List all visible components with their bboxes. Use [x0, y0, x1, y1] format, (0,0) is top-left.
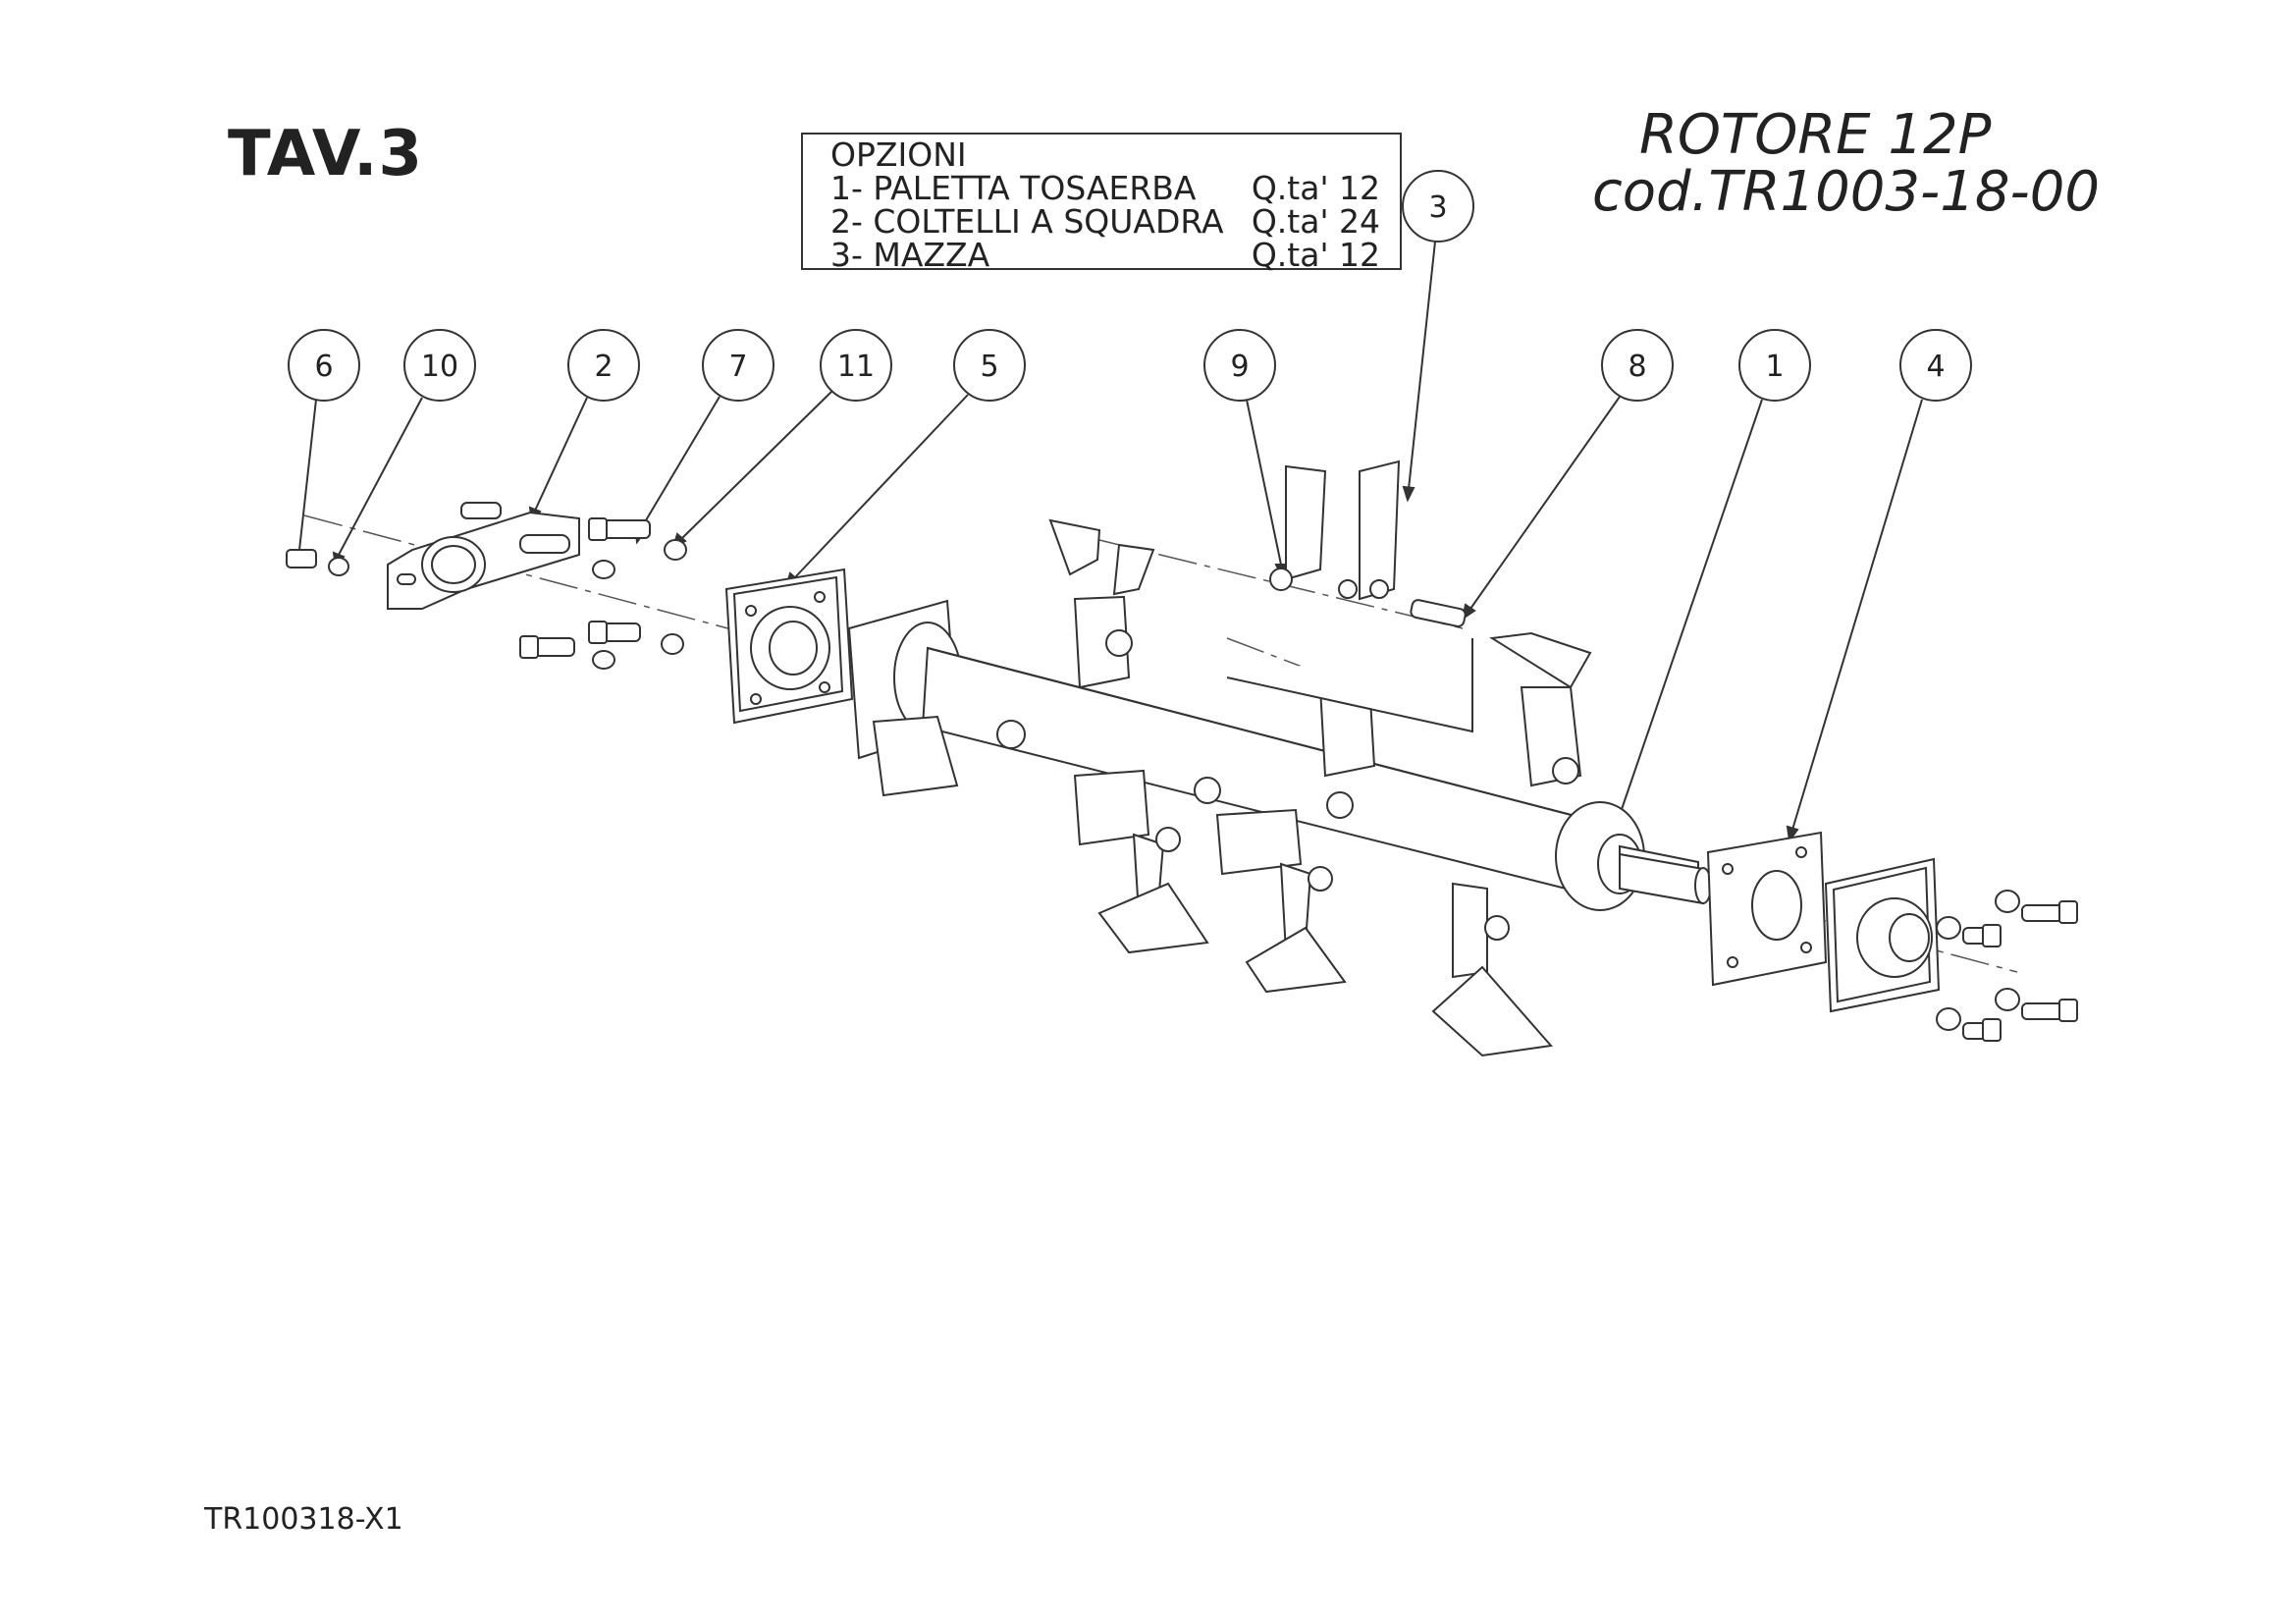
callout-7: 7 [633, 329, 774, 545]
fasteners-right [1936, 890, 2078, 1042]
blades-upper [1048, 460, 1592, 787]
callout-3: 3 [1402, 170, 1474, 503]
callout-8: 8 [1461, 329, 1674, 622]
callout-number: 3 [1428, 190, 1447, 225]
bearing-housing-right [1824, 857, 1941, 1013]
callout-6: 6 [288, 329, 360, 565]
callout-11: 11 [671, 329, 892, 549]
rotor-bolts [996, 568, 1579, 941]
callout-number: 11 [837, 350, 875, 384]
callout-number: 1 [1765, 350, 1784, 384]
blades-lower [872, 715, 1553, 1057]
callout-number: 10 [421, 350, 458, 384]
callout-10: 10 [332, 329, 476, 568]
option-row: 1- PALETTA TOSAERBA Q.ta' 12 [830, 172, 1380, 205]
option-label: 2- COLTELLI A SQUADRA [830, 202, 1224, 241]
callout-9: 9 [1203, 329, 1288, 579]
option-row: 2- COLTELLI A SQUADRA Q.ta' 24 [830, 205, 1380, 239]
pin-and-holder [1226, 579, 1473, 733]
callout-number: 9 [1230, 350, 1249, 384]
drawing-code: TR100318-X1 [204, 1502, 403, 1537]
callout-number: 2 [594, 350, 613, 384]
callout-1: 1 [1611, 329, 1811, 834]
callout-number: 5 [980, 350, 998, 384]
options-table: OPZIONI 1- PALETTA TOSAERBA Q.ta' 12 2- … [801, 133, 1402, 272]
callout-number: 8 [1628, 350, 1646, 384]
shaft-end [1619, 852, 1712, 905]
option-qty: Q.ta' 24 [1251, 202, 1380, 241]
option-row: 3- MAZZA Q.ta' 12 [830, 239, 1380, 272]
bearing-housing-left [724, 568, 854, 725]
option-qty: Q.ta' 12 [1251, 169, 1380, 207]
option-label: 3- MAZZA [830, 236, 990, 274]
callout-2: 2 [528, 329, 640, 525]
assembly-code: cod.TR1003-18-00 [1592, 160, 2100, 224]
callout-4: 4 [1786, 329, 1972, 843]
callout-number: 6 [314, 350, 333, 384]
sheet-title: TAV.3 [228, 118, 423, 190]
assembly-name: ROTORE 12P [1639, 103, 1992, 167]
option-qty: Q.ta' 12 [1251, 236, 1380, 274]
callout-number: 4 [1926, 350, 1945, 384]
callout-number: 7 [728, 350, 747, 384]
options-heading: OPZIONI [830, 135, 967, 174]
option-label: 1- PALETTA TOSAERBA [830, 169, 1197, 207]
flange-plate-right [1706, 831, 1828, 987]
fasteners-left [286, 517, 687, 670]
left-bracket [387, 502, 580, 610]
